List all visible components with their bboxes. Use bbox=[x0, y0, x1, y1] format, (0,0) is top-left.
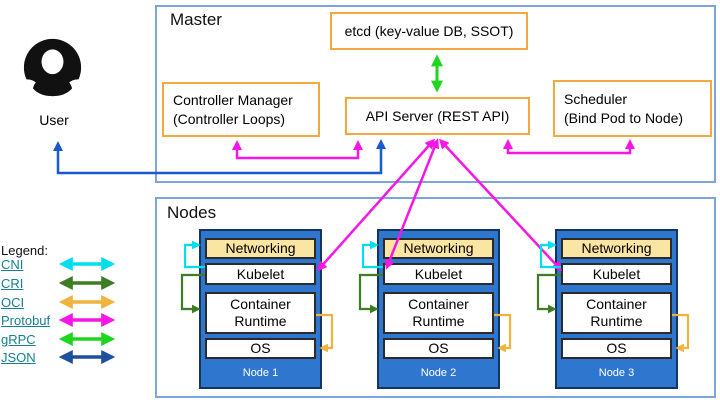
node1-networking-layer: Networking bbox=[205, 238, 316, 259]
node2-os-layer: OS bbox=[383, 338, 494, 359]
scheduler-line2: (Bind Pod to Node) bbox=[564, 109, 684, 126]
node-2: Networking Kubelet Container Runtime OS … bbox=[377, 229, 500, 389]
node1-kubelet-layer: Kubelet bbox=[205, 263, 316, 285]
node2-name: Node 2 bbox=[420, 367, 457, 379]
controller-manager-line1: Controller Manager bbox=[173, 92, 293, 109]
master-section-label: Master bbox=[170, 10, 222, 29]
controller-manager-box: Controller Manager (Controller Loops) bbox=[162, 82, 320, 137]
node1-name: Node 1 bbox=[242, 367, 279, 379]
node1-runtime-layer: Container Runtime bbox=[205, 292, 316, 334]
user-label: User bbox=[39, 112, 69, 128]
controller-manager-label: Controller Manager (Controller Loops) bbox=[173, 91, 293, 127]
nodes-section-label: Nodes bbox=[167, 203, 217, 222]
node3-os-layer: OS bbox=[561, 338, 672, 359]
node2-kubelet-layer: Kubelet bbox=[383, 263, 494, 285]
legend-link-cri[interactable]: CRI bbox=[1, 276, 24, 291]
api-server-label: API Server (REST API) bbox=[365, 107, 510, 124]
node-3: Networking Kubelet Container Runtime OS … bbox=[555, 229, 678, 389]
legend-link-grpc[interactable]: gRPC bbox=[1, 332, 36, 347]
node3-networking-layer: Networking bbox=[561, 238, 672, 259]
etcd-box: etcd (key-value DB, SSOT) bbox=[330, 12, 528, 50]
legend-link-oci[interactable]: OCI bbox=[1, 295, 25, 310]
etcd-label: etcd (key-value DB, SSOT) bbox=[344, 22, 514, 39]
node3-kubelet-layer: Kubelet bbox=[561, 263, 672, 285]
node2-networking-layer: Networking bbox=[383, 238, 494, 259]
legend-title: Legend: bbox=[1, 243, 48, 258]
scheduler-label: Scheduler (Bind Pod to Node) bbox=[564, 90, 683, 126]
legend-link-protobuf[interactable]: Protobuf bbox=[1, 313, 51, 328]
user-avatar-icon bbox=[22, 38, 83, 98]
node3-name: Node 3 bbox=[598, 367, 635, 379]
node3-runtime-layer: Container Runtime bbox=[561, 292, 672, 334]
scheduler-line1: Scheduler bbox=[564, 91, 628, 108]
node2-runtime-layer: Container Runtime bbox=[383, 292, 494, 334]
legend-link-json[interactable]: JSON bbox=[1, 350, 36, 365]
controller-manager-line2: (Controller Loops) bbox=[173, 110, 286, 127]
node-1: Networking Kubelet Container Runtime OS … bbox=[199, 229, 322, 389]
api-server-box: API Server (REST API) bbox=[345, 97, 530, 135]
node1-os-layer: OS bbox=[205, 338, 316, 359]
scheduler-box: Scheduler (Bind Pod to Node) bbox=[553, 80, 712, 137]
legend-link-cni[interactable]: CNI bbox=[1, 257, 24, 272]
